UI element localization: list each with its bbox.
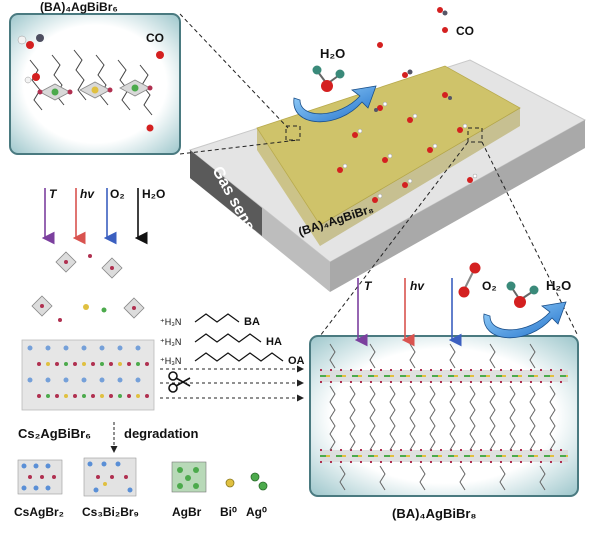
ligand-ha-name: HA [266,336,282,348]
stimulus-h2o: H₂O [142,187,165,201]
fragment-atoms [40,254,136,322]
gas-sensor-device [188,59,587,292]
inset-stimulus-o2: O₂ [482,279,497,293]
precursor-lattice [21,339,155,411]
product-bi0: Bi⁰ [220,505,237,519]
product-crystals [17,457,268,497]
ligand-oa-name: OA [288,355,305,367]
inset-top-title: (BA)₄AgBiBr₆ [40,0,118,14]
stimuli-arrows [41,188,148,245]
co-label-top: CO [456,24,474,38]
product-csagbr2: CsAgBr₂ [14,505,64,519]
scissors-icon [168,371,191,393]
stimulus-o2: O₂ [110,187,125,201]
inset-stimulus-t: T [364,279,373,293]
ligand-ba-name: BA [244,316,260,328]
water-molecule-icon [312,65,345,92]
zoom-leader-lines [179,13,579,337]
inset-bottom-layered-structure [309,335,579,497]
ligand-oa-prefix: ⁺H₃N [160,356,181,366]
inset-stimuli-arrows [354,278,462,347]
inset-swirl-arrow-icon [483,301,567,339]
inset-water-molecule-icon [506,281,539,308]
gas-molecules [337,7,478,203]
product-ag0: Ag⁰ [246,505,267,519]
ligand-chains [194,313,284,362]
product-cs3bi2br9: Cs₃Bi₂Br₉ [82,505,139,519]
h2o-label-top: H₂O [320,46,345,61]
co-molecule-icon [442,27,448,33]
ligand-ha-prefix: ⁺H₃N [160,337,181,347]
precursor-label: Cs₂AgBiBr₆ [18,426,91,441]
inset-top-crystal [9,13,181,155]
inset-top-co-label: CO [146,31,164,45]
oxygen-molecule-icon [458,262,481,298]
inset-bottom-title: (BA)₄AgBiBr₈ [392,506,477,521]
inset-stimulus-h2o: H₂O [546,278,571,293]
stimulus-t: T [49,187,58,201]
degradation-label: degradation [124,426,198,441]
ligand-ba-prefix: ⁺H₃N [160,317,181,327]
adsorption-swirl-arrow-icon [293,85,377,123]
inset-stimulus-hv: hv [410,279,425,293]
product-agbr: AgBr [172,505,202,519]
stimulus-hv: hv [80,187,95,201]
